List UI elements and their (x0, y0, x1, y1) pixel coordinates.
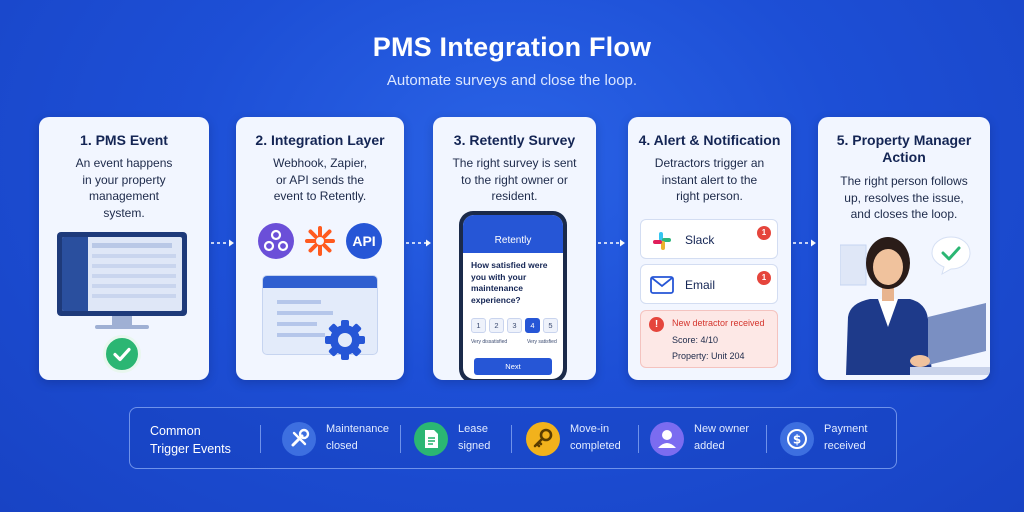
survey-question: How satisfied were you with your mainten… (471, 260, 548, 305)
flow-arrow (211, 239, 234, 247)
rating-option[interactable]: 5 (543, 318, 558, 333)
step-title: 3. Retently Survey (453, 132, 576, 148)
api-icon: API (346, 223, 382, 259)
phone-survey-illustration: Retently How satisfied were you with you… (459, 211, 567, 380)
step-card-retently-survey: 3. Retently Survey The right survey is s… (433, 117, 596, 380)
step-description: An event happens in your property manage… (75, 156, 173, 220)
notification-label: Slack (685, 233, 715, 247)
flow-arrow (598, 239, 625, 247)
user-icon (650, 422, 684, 456)
alert-icon: ! (649, 317, 664, 332)
step-card-integration-layer: 2. Integration Layer Webhook, Zapier, or… (236, 117, 404, 380)
webhook-icon (258, 223, 294, 259)
zapier-icon (302, 223, 338, 259)
step-description: Detractors trigger an instant alert to t… (654, 156, 765, 203)
flow-arrow (793, 239, 816, 247)
slack-notification[interactable]: Slack 1 (640, 219, 778, 259)
alert-title: New detractor received (672, 318, 765, 328)
alert-score: Score: 4/10 (672, 335, 719, 345)
step-title: 2. Integration Layer (255, 132, 385, 148)
rating-option[interactable]: 2 (489, 318, 504, 333)
svg-text:$: $ (793, 433, 801, 447)
notification-badge: 1 (757, 271, 771, 285)
email-icon (650, 276, 674, 294)
check-bubble-icon (930, 235, 972, 276)
survey-header: Retently (463, 215, 563, 253)
dollar-icon: $ (780, 422, 814, 456)
step-description: Webhook, Zapier, or API sends the event … (273, 156, 367, 203)
monitor-illustration (57, 232, 187, 330)
rating-high-label: Very satisfied (527, 339, 557, 345)
common-trigger-events: Common Trigger Events Maintenance closed… (129, 407, 897, 469)
step-title: 1. PMS Event (80, 132, 168, 148)
document-icon (414, 422, 448, 456)
step-card-pms-event: 1. PMS Event An event happens in your pr… (39, 117, 209, 380)
rating-option[interactable]: 1 (471, 318, 486, 333)
trigger-heading: Common Trigger Events (150, 424, 231, 456)
next-button[interactable]: Next (474, 358, 552, 375)
wrench-icon (282, 422, 316, 456)
notification-label: Email (685, 278, 716, 292)
page-title: PMS Integration Flow (372, 32, 652, 62)
rating-low-label: Very dissatisfied (471, 339, 508, 345)
rating-option[interactable]: 3 (507, 318, 522, 333)
page-subtitle: Automate surveys and close the loop. (386, 72, 638, 89)
key-icon (526, 422, 560, 456)
flow-arrow (406, 239, 431, 247)
rating-option-selected[interactable]: 4 (525, 318, 540, 333)
detractor-alert: ! New detractor received Score: 4/10 Pro… (640, 310, 778, 368)
step-description: The right person follows up, resolves th… (840, 174, 968, 221)
step-card-property-manager-action: 5. Property Manager Action The right per… (818, 117, 990, 380)
step-title: 4. Alert & Notification (638, 132, 781, 148)
gear-icon (322, 317, 368, 363)
email-notification[interactable]: Email 1 (640, 264, 778, 304)
alert-property: Property: Unit 204 (672, 351, 745, 361)
property-manager-illustration (839, 227, 990, 377)
check-icon (103, 335, 141, 373)
notification-badge: 1 (757, 226, 771, 240)
step-description: The right survey is sent to the right ow… (452, 156, 577, 203)
step-card-alert-notification: 4. Alert & Notification Detractors trigg… (628, 117, 791, 380)
slack-icon (651, 230, 673, 252)
step-title: 5. Property Manager Action (836, 132, 972, 165)
